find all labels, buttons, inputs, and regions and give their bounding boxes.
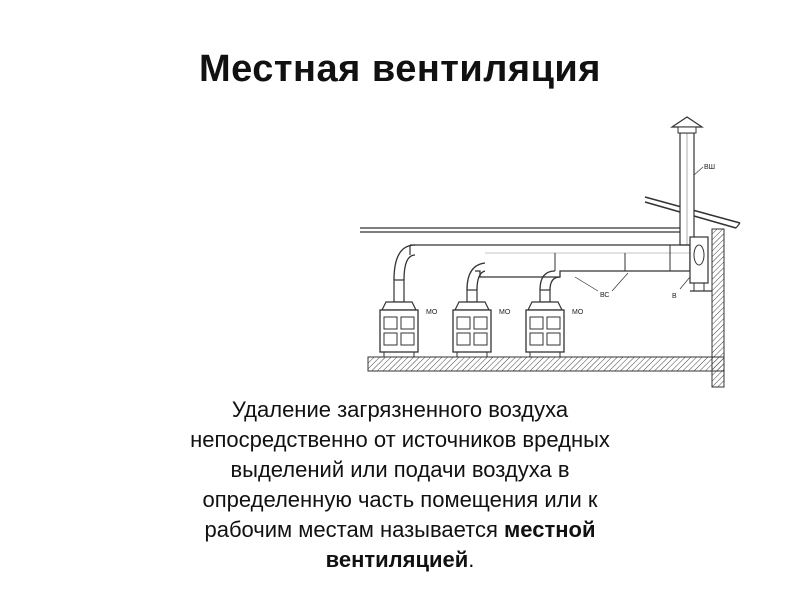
- fan-label: В: [672, 293, 677, 300]
- paragraph-end: .: [468, 547, 475, 572]
- paragraph-line: определенную часть помещения или к: [202, 487, 598, 512]
- definition-paragraph: Удаление загрязненного воздуха непосредс…: [100, 395, 700, 575]
- emphasis-term-2: вентиляцией: [325, 547, 469, 572]
- paragraph-line: выделений или подачи воздуха в: [230, 457, 570, 482]
- ceiling: [360, 227, 690, 233]
- unit-3-label: МО: [572, 309, 584, 316]
- unit-1-label: МО: [426, 309, 438, 316]
- paragraph-line: рабочим местам называется: [204, 517, 498, 542]
- emphasis-term: местной: [504, 517, 596, 542]
- slide-title: Местная вентиляция: [199, 48, 601, 90]
- duct-drops: [393, 244, 561, 303]
- shaft-label: ВШ: [704, 164, 715, 171]
- duct-label: ВС: [600, 292, 610, 299]
- suction-unit-2: [452, 301, 492, 357]
- wall: [711, 228, 725, 388]
- fan: [689, 236, 712, 292]
- paragraph-line: непосредственно от источников вредных: [190, 427, 610, 452]
- local-ventilation-diagram: ВШ ВС: [360, 116, 741, 388]
- unit-2-label: МО: [499, 309, 511, 316]
- floor: [367, 356, 725, 372]
- exhaust-shaft: [670, 116, 704, 246]
- suction-unit-3: [525, 301, 565, 357]
- paragraph-line-last-a: рабочим местам называется местной: [100, 515, 700, 545]
- paragraph-line: Удаление загрязненного воздуха: [231, 397, 569, 422]
- paragraph-line-last-b: вентиляцией.: [100, 545, 700, 575]
- suction-unit-1: [379, 301, 419, 357]
